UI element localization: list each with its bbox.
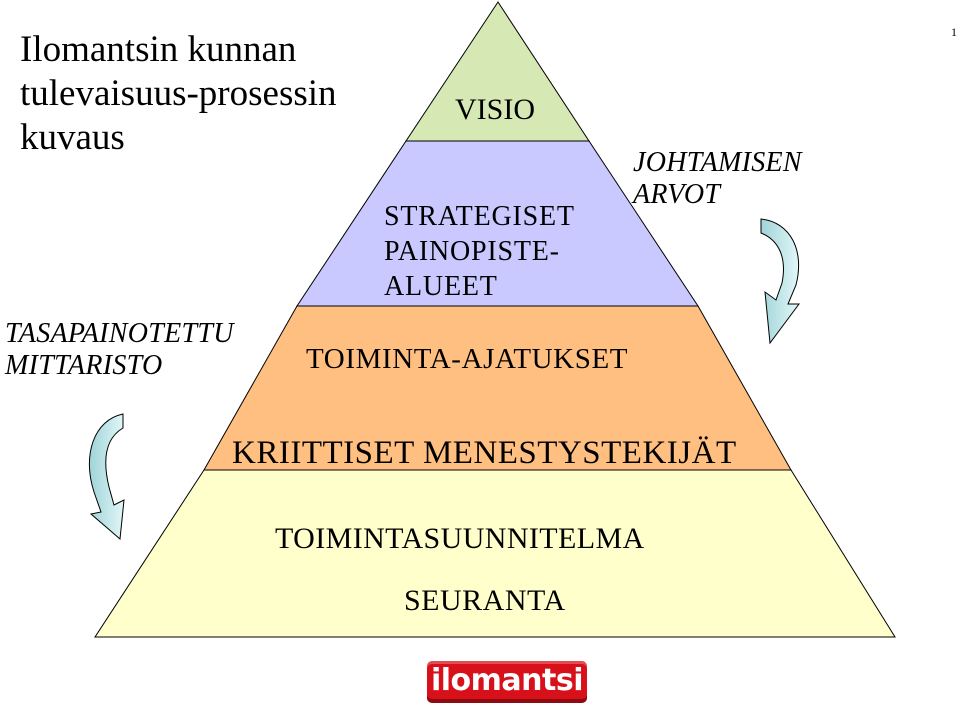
label-tasapainotettu-mittaristo: TASAPAINOTETTU MITTARISTO (5, 318, 234, 382)
ilomantsi-logo: ilomantsi (427, 661, 587, 703)
label-line: JOHTAMISEN (633, 147, 802, 178)
tier-label-seuranta: SEURANTA (404, 584, 566, 617)
tier-label-visio: VISIO (455, 93, 535, 126)
tier-label-strategiset: STRATEGISET PAINOPISTE- ALUEET (384, 199, 575, 304)
label-johtamisen-arvot: JOHTAMISEN ARVOT (633, 147, 802, 211)
label-line: STRATEGISET (384, 201, 575, 232)
tier-label-kriittiset: KRIITTISET MENESTYSTEKIJÄT (232, 435, 737, 471)
curved-arrow-left-icon (88, 413, 125, 541)
label-line: ALUEET (384, 271, 498, 302)
label-line: PAINOPISTE- (384, 236, 560, 267)
tier-label-toimintasuunnitelma: TOIMINTASUUNNITELMA (275, 522, 645, 555)
label-line: MITTARISTO (5, 350, 163, 381)
label-line: TASAPAINOTETTU (5, 318, 234, 349)
label-line: ARVOT (633, 179, 721, 210)
tier-label-toiminta-ajatukset: TOIMINTA-AJATUKSET (306, 343, 629, 375)
curved-arrow-right-icon (760, 218, 800, 345)
page-number: 1 (951, 25, 957, 39)
page-title: Ilomantsin kunnan tulevaisuus-prosessin … (20, 29, 337, 158)
tier-base (94, 469, 896, 638)
